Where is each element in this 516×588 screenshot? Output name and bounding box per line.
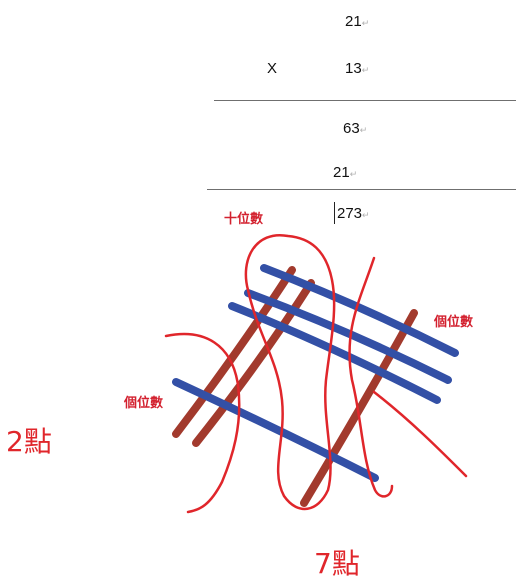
multiplicand: 21↵ (345, 13, 370, 30)
blue-line-1 (260, 264, 459, 357)
right-curve (348, 256, 394, 498)
partial-product-ones: 63↵ (343, 120, 368, 137)
left-point-count: 2點 (6, 425, 52, 458)
multiply-operator: X (267, 60, 278, 77)
left-curve (164, 332, 241, 514)
bottom-point-count: 7點 (314, 547, 360, 580)
brown-line-2 (192, 279, 315, 447)
blue-line-4 (172, 378, 379, 482)
multiplier: 13↵ (345, 60, 370, 77)
text-cursor (334, 202, 335, 224)
tens-group-loop (244, 233, 336, 511)
right-tail-curve (372, 390, 468, 478)
final-product: 273↵ (337, 205, 370, 222)
ones-digit-label-right: 個位數 (434, 315, 474, 330)
ones-digit-label-left: 個位數 (124, 396, 164, 411)
partial-product-tens: 21↵ (333, 164, 358, 181)
bottom-divider-line (207, 189, 516, 190)
top-divider-line (214, 100, 516, 101)
blue-line-2 (244, 289, 452, 384)
brown-line-1 (172, 266, 296, 438)
tens-digit-label: 十位數 (224, 212, 264, 227)
brown-line-3 (300, 309, 418, 507)
